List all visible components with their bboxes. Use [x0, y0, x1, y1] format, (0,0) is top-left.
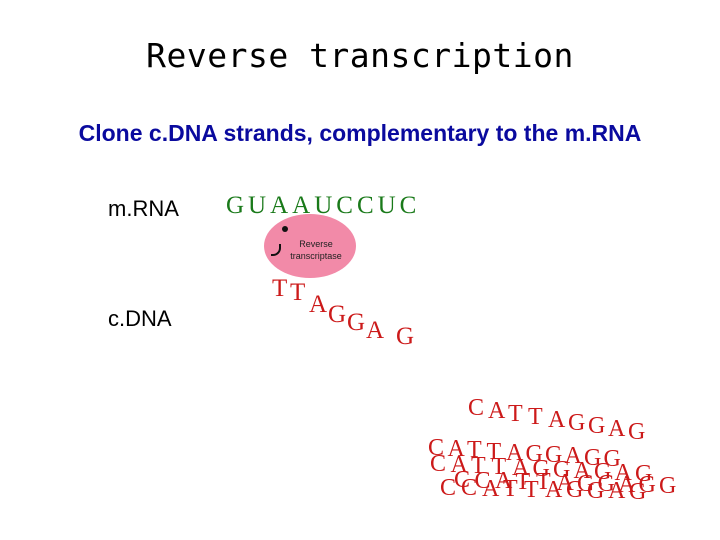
cloned-strand-base: G [628, 419, 646, 445]
cloned-strand-base: T [491, 454, 507, 480]
cloned-strand-base: T [503, 476, 518, 503]
cloned-strand-base: T [515, 468, 531, 495]
cdna-base: A [309, 291, 328, 318]
cloned-strand-base: T [524, 476, 539, 503]
enzyme-label: Reverse transcriptase [284, 238, 348, 262]
enzyme-label-line1: Reverse [299, 239, 333, 249]
cdna-label: c.DNA [108, 306, 172, 331]
cloned-strand-base: C [428, 435, 445, 461]
cloned-strand-base: A [618, 471, 636, 498]
enzyme-active-site-icon [282, 226, 288, 232]
cdna-base: A [366, 317, 385, 344]
cloned-strand-base: A [495, 468, 513, 495]
cloned-strand-base: T [536, 469, 551, 496]
cloned-strand-base: A [450, 452, 468, 478]
cloned-strand-base: G [597, 471, 615, 498]
cloned-strand-base: A [564, 443, 582, 470]
cloned-strand-base: C [461, 475, 478, 502]
cloned-strand-base: A [548, 407, 566, 433]
cloned-strand-base: A [488, 398, 506, 424]
cloned-strand-base: C [454, 467, 471, 493]
cloned-strand-base: A [447, 436, 465, 463]
cloned-strand-base: T [528, 404, 543, 430]
enzyme-hook-icon [271, 244, 281, 256]
cloned-strand-base: A [608, 416, 626, 442]
cloned-strand-base: C [440, 475, 457, 501]
cloned-strand-base: G [545, 442, 563, 469]
subtitle: Clone c.DNA strands, complementary to th… [78, 120, 642, 146]
cdna-base: G [328, 301, 347, 328]
cloned-strand-base: G [635, 461, 653, 487]
cloned-strand-base: C [430, 451, 447, 477]
cloned-strand-base: G [594, 459, 612, 485]
cdna-base: G [347, 309, 366, 336]
cloned-strand-base: A [506, 439, 524, 466]
cloned-strand-base: A [556, 470, 574, 496]
mrna-label: m.RNA [108, 196, 179, 221]
cloned-strand-base: T [471, 453, 486, 479]
cloned-strand-base: G [588, 413, 606, 439]
cloned-strand-base: T [467, 437, 482, 464]
cloned-strand-base: C [474, 467, 491, 494]
cloned-strand-base: G [587, 477, 605, 504]
cdna-base: T [290, 279, 306, 306]
cloned-strand-base: T [486, 438, 502, 465]
enzyme-label-line2: transcriptase [290, 251, 342, 261]
cloned-strand-base: G [638, 472, 656, 499]
cloned-strand-base: G [566, 477, 584, 504]
cloned-strand-base: G [568, 410, 586, 436]
cloned-strand-base: G [584, 444, 602, 471]
cloned-strand-base: G [525, 441, 543, 467]
cloned-strand-base: A [573, 458, 591, 484]
cdna-base: G [396, 323, 415, 350]
cloned-strand-base: G [532, 456, 550, 482]
cloned-strand-base: G [659, 473, 677, 499]
cloned-strand-base: T [508, 401, 523, 427]
cloned-strand-base: A [608, 478, 626, 505]
cloned-strand-base: A [614, 460, 632, 486]
page-title: Reverse transcription [146, 36, 574, 75]
cloned-strand-base: G [577, 470, 595, 497]
cloned-strand-base: G [629, 478, 647, 505]
cloned-strand-base: A [482, 475, 500, 502]
cloned-strand-base: A [545, 477, 563, 503]
cloned-strand-base: G [603, 445, 621, 472]
cloned-strand-base: A [512, 455, 530, 481]
cloned-strand-base: C [468, 395, 485, 421]
cloned-strand-base: G [553, 457, 571, 483]
cdna-base: T [272, 275, 288, 302]
